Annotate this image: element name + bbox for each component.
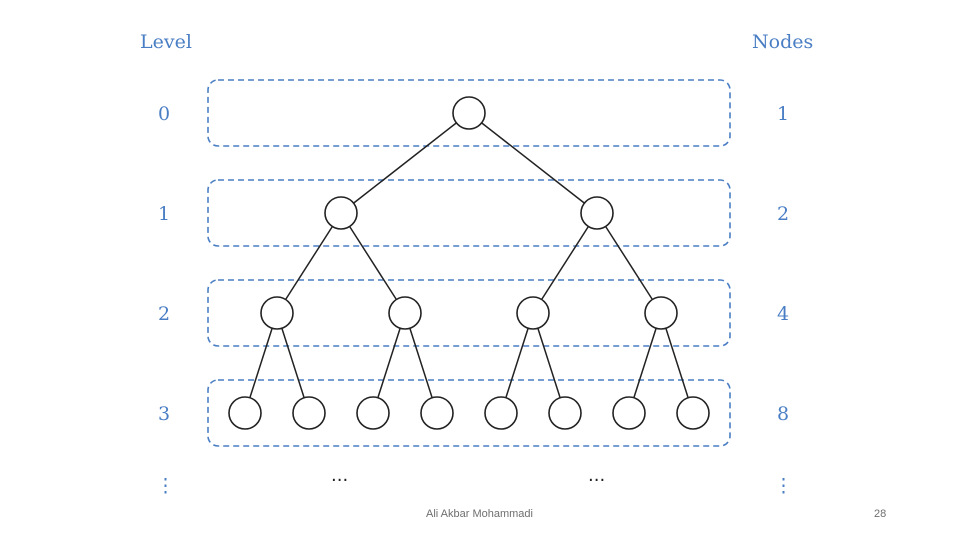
tree-node [612,396,646,430]
nodes-ellipsis: ⋮ [774,475,793,497]
tree-edge [348,226,398,300]
tree-edge [284,226,334,300]
level-box-2 [207,279,731,347]
tree-edge [353,122,457,204]
node-count: 2 [777,203,789,225]
nodes-header: Nodes [752,31,813,53]
tree-node [388,296,422,330]
tree-node [484,396,518,430]
level-box-1 [207,179,731,247]
footer-author: Ali Akbar Mohammadi [426,508,533,520]
level-box-0 [207,79,731,147]
level-header: Level [140,31,192,53]
tree-node [548,396,582,430]
tree-edge [505,328,529,398]
tree-ellipsis-left: ··· [331,470,348,491]
level-number: 3 [158,403,170,425]
tree-edge [281,328,305,398]
tree-node [260,296,294,330]
tree-edge [377,328,401,398]
tree-edge [604,226,654,300]
tree-edge [249,328,273,398]
node-count: 8 [777,403,789,425]
level-ellipsis: ⋮ [156,475,175,497]
tree-edge [537,328,561,398]
tree-edge [409,328,433,398]
tree-edge [633,328,657,398]
tree-node [420,396,454,430]
tree-edges [249,122,689,398]
tree-ellipsis-right: ··· [588,470,605,491]
node-count: 1 [777,103,789,125]
tree-nodes [228,96,710,430]
node-count: 4 [777,303,789,325]
tree-edge [481,122,585,204]
tree-edge [665,328,689,398]
tree-edge [540,226,590,300]
page-number: 28 [874,508,887,520]
tree-node [356,396,390,430]
level-number: 2 [158,303,170,325]
tree-node [516,296,550,330]
tree-node [580,196,614,230]
level-number: 0 [158,103,170,125]
tree-node [644,296,678,330]
tree-node [452,96,486,130]
level-number: 1 [158,203,170,225]
tree-node [292,396,326,430]
tree-node [324,196,358,230]
level-box-3 [207,379,731,447]
tree-node [676,396,710,430]
level-rows: 0 1 1 2 2 4 3 8 [158,79,789,447]
tree-node [228,396,262,430]
